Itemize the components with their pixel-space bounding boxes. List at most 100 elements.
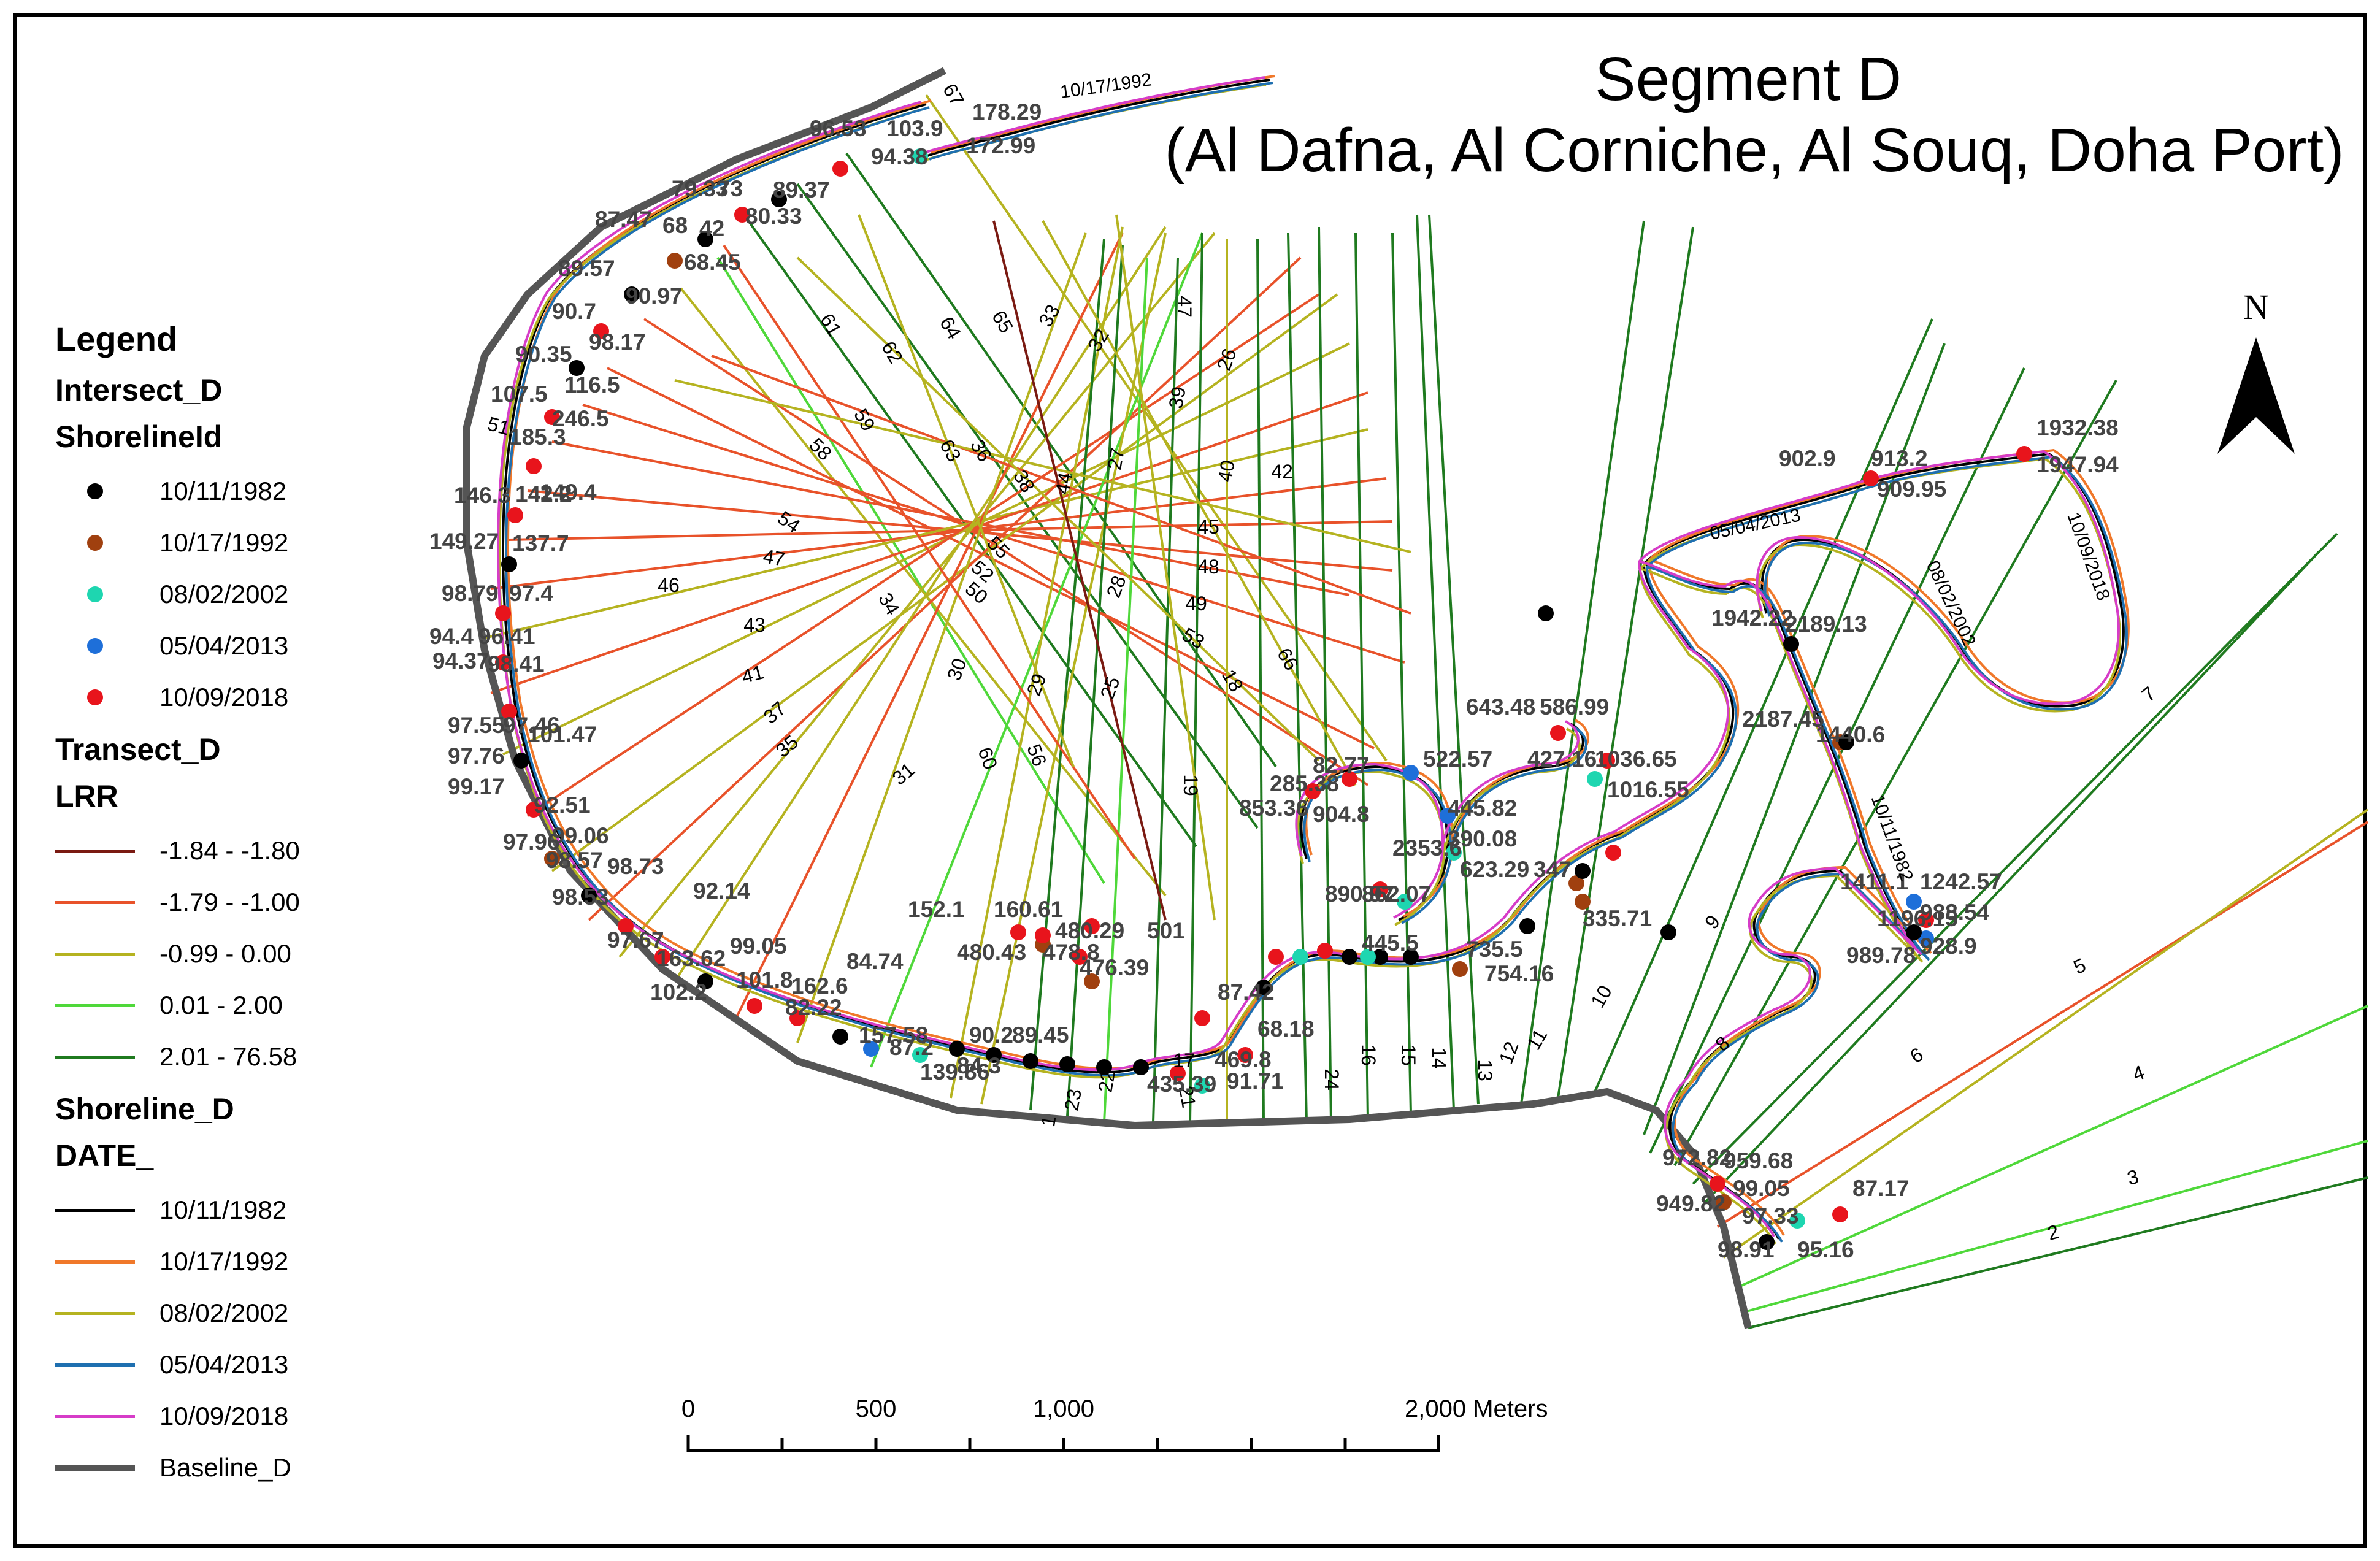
legend-intersect-label: 10/17/1992 xyxy=(159,528,289,557)
legend-intersect-symbol xyxy=(55,689,135,705)
intersect-point xyxy=(495,605,511,621)
legend-transect-item: 0.01 - 2.00 xyxy=(55,980,399,1031)
shoreline-harbour xyxy=(1646,455,2128,711)
shorelines xyxy=(497,75,2130,1245)
value-label: 89.57 xyxy=(558,256,615,281)
transect-line xyxy=(992,220,1167,921)
legend-transect-item: -1.84 - -1.80 xyxy=(55,825,399,876)
value-label: 98.53 xyxy=(552,884,609,910)
intersect-point xyxy=(734,207,750,223)
shoreline-path xyxy=(507,99,1932,1236)
legend-intersect-item: 10/09/2018 xyxy=(55,672,399,723)
value-label: 90.2 xyxy=(969,1022,1013,1048)
value-label: 445.5 xyxy=(1362,930,1419,956)
legend-transect-label: -1.84 - -1.80 xyxy=(159,836,300,865)
intersect-point xyxy=(1519,918,1535,934)
transect-line xyxy=(1722,808,2369,1259)
value-label: 97.46 xyxy=(503,713,560,738)
value-label: 427.16 xyxy=(1527,746,1597,772)
intersect-point xyxy=(1342,771,1357,787)
value-label: 103.9 xyxy=(886,116,943,141)
transect-line xyxy=(1520,220,1645,1105)
transect-line xyxy=(1066,245,1124,1117)
intersect-point xyxy=(697,231,713,247)
transect-number-label: 22 xyxy=(1094,1068,1119,1094)
value-label: 107.5 xyxy=(491,382,548,407)
legend-intersect-field: ShorelineId xyxy=(55,420,223,454)
legend-shoreline-layer: Shoreline_D xyxy=(55,1092,234,1126)
transect-number-label: 40 xyxy=(1213,458,1239,483)
intersect-point xyxy=(526,458,542,474)
value-label: 137.7 xyxy=(512,531,569,556)
value-label: 99.05 xyxy=(1733,1176,1790,1201)
shoreline-inner xyxy=(1295,720,1580,919)
shoreline-4 xyxy=(497,76,2120,1237)
intersect-point xyxy=(1194,1010,1210,1026)
value-label: 904.8 xyxy=(1313,802,1370,827)
intersect-point xyxy=(1292,949,1308,965)
intersect-point xyxy=(986,1047,1002,1063)
legend-transect-field: LRR xyxy=(55,779,118,813)
legend-shoreline-item: 08/02/2002 xyxy=(55,1287,399,1339)
transect-line xyxy=(551,440,1350,596)
value-label: 754.16 xyxy=(1484,961,1554,986)
value-label: 989.78 xyxy=(1846,943,1916,968)
intersect-point xyxy=(832,1029,848,1045)
value-label: 91.71 xyxy=(1227,1068,1284,1094)
intersect-point xyxy=(1605,845,1621,861)
value-label: 87.47 xyxy=(595,207,652,232)
value-label: 94.4 xyxy=(429,624,474,649)
intersect-point xyxy=(501,556,517,572)
transect-line xyxy=(1704,551,2320,1203)
value-label: 97.96 xyxy=(503,829,560,854)
intersect-point xyxy=(667,253,683,269)
transect-number-label: 12 xyxy=(1495,1038,1523,1067)
transect-number-label: 67 xyxy=(939,80,969,110)
transect-number-label: 5 xyxy=(2070,954,2089,978)
transect-number-label: 61 xyxy=(816,310,846,340)
transect-line xyxy=(1748,1176,2368,1329)
intersect-point xyxy=(654,949,670,965)
value-label: 390.08 xyxy=(1448,826,1517,851)
legend-intersect-symbol xyxy=(55,638,135,654)
intersect-point xyxy=(1918,930,1934,946)
intersect-point xyxy=(1538,605,1554,621)
intersect-point xyxy=(1372,949,1388,965)
value-label: 146.3 xyxy=(454,483,511,508)
legend-intersect-item: 10/17/1992 xyxy=(55,517,399,569)
transect-number-label: 2 xyxy=(2045,1221,2062,1245)
value-label: 42 xyxy=(699,216,724,241)
value-label: 99.06 xyxy=(552,823,609,848)
value-label: 92.14 xyxy=(693,878,750,903)
transect-line xyxy=(735,232,1124,1019)
shoreline-path xyxy=(498,108,1924,1245)
intersect-point xyxy=(544,409,560,425)
transect-line xyxy=(1428,214,1480,1105)
transect-number-label: 7 xyxy=(2138,682,2160,706)
value-label: 928.9 xyxy=(1920,934,1977,959)
value-label: 97.76 xyxy=(448,743,505,769)
transect-number-label: 4 xyxy=(2130,1061,2148,1086)
legend-transect-layer: Transect_D xyxy=(55,732,221,767)
value-label: 972.82 xyxy=(1662,1145,1732,1170)
transect-number-label: 11 xyxy=(1522,1025,1552,1054)
value-label: 68.18 xyxy=(1257,1016,1315,1041)
intersect-point xyxy=(1587,771,1603,787)
transect-line xyxy=(796,232,1087,1043)
legend-transect-symbol xyxy=(55,1055,135,1059)
transect-number-label: 27 xyxy=(1103,446,1129,471)
value-label: 96.53 xyxy=(810,116,867,141)
value-label: 1036.65 xyxy=(1595,746,1677,772)
north-arrow: N xyxy=(2217,287,2295,454)
shoreline-date-label: 10/17/1992 xyxy=(1059,69,1153,102)
legend-intersect-item: 10/11/1982 xyxy=(55,466,399,517)
value-label: 1242.57 xyxy=(1920,869,2002,894)
value-label: 90.97 xyxy=(626,283,683,309)
legend-shoreline-symbol xyxy=(55,1465,135,1471)
intersect-point xyxy=(1710,1176,1726,1192)
value-label: 163.62 xyxy=(656,946,726,971)
transect-line xyxy=(526,293,1320,817)
value-label: 95.16 xyxy=(1797,1237,1854,1262)
transect-line xyxy=(674,226,1167,983)
legend-transect-label: -0.99 - 0.00 xyxy=(159,939,291,968)
